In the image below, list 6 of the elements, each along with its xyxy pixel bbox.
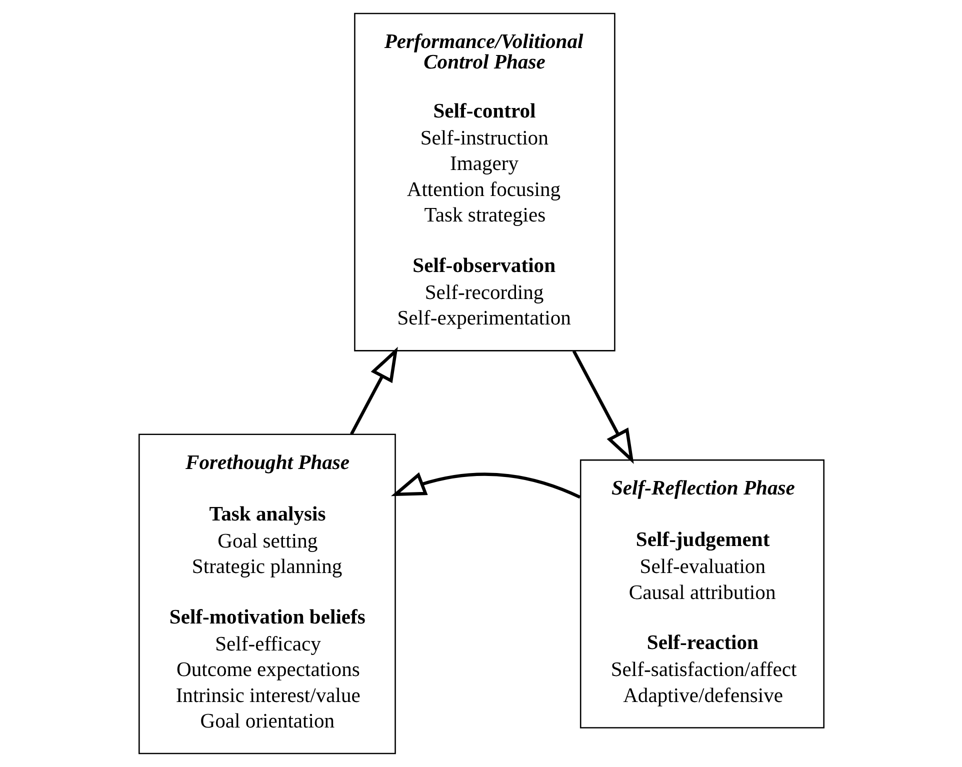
node-box: Self-Reflection Phase Self-judgement Self-evaluation Causal attribution Self-reaction Self-satisfaction/affect Adaptive/defensive — [579, 459, 824, 728]
arrow — [350, 346, 398, 435]
arrow — [390, 472, 580, 499]
node-box: Forethought Phase Task analysis Goal setting Strategic planning Self-motivation beliefs Self-efficacy Outcome expectations Intrinsic interest/value Goal orientation — [138, 434, 396, 754]
node-box: Performance/Volitional Control Phase Self-control Self-instruction Imagery Attention focusing Task strategies Self-observation Self-recording Self-experimentation — [354, 12, 615, 352]
arrow — [572, 350, 634, 464]
